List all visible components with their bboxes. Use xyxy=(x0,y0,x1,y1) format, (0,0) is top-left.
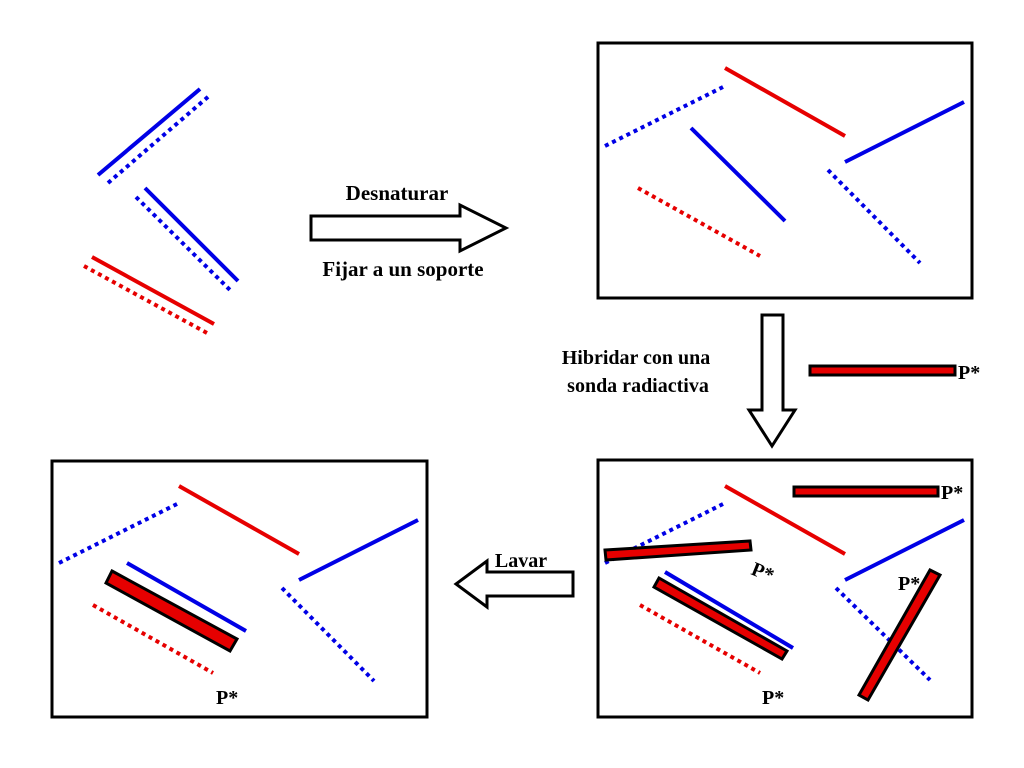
hybridize-label-line1: Hibridar con una xyxy=(562,347,711,369)
probe-bar-bound xyxy=(651,575,790,662)
single-strand-blue-1 xyxy=(844,100,965,164)
probe-label: P* xyxy=(941,482,963,504)
probe-bar-bound xyxy=(104,568,240,654)
single-strand-red-1 xyxy=(724,484,846,556)
right-arrow-icon xyxy=(309,202,510,254)
denature-label: Desnaturar xyxy=(346,181,449,205)
probe-bar-unbound-top xyxy=(792,485,940,498)
single-strand-blue-1 xyxy=(844,518,965,582)
stage-double-stranded-dna xyxy=(83,87,240,335)
free-probe: P* xyxy=(808,362,980,384)
probe-bar-unbound-left xyxy=(603,539,753,562)
dna-strand-red xyxy=(91,255,215,326)
probe-bar xyxy=(808,364,957,377)
probe-label: P* xyxy=(958,362,980,384)
wash-label: Lavar xyxy=(495,550,547,572)
probe-label: P* xyxy=(762,687,784,709)
single-strand-blue-2 xyxy=(126,561,247,633)
membrane-box xyxy=(596,458,974,719)
denature-arrow: Desnaturar Fijar a un soporte xyxy=(309,181,510,281)
single-strand-blue-2 xyxy=(689,126,787,223)
dna-strand-red-complement xyxy=(83,264,208,335)
probe-bar-unbound-diagonal xyxy=(856,568,943,703)
stage-washed: P* xyxy=(50,459,429,719)
hybridize-arrow: Hibridar con una sonda radiactiva xyxy=(562,313,798,449)
single-strand-blue-dashed-1 xyxy=(604,502,724,565)
hybridize-label-line2: sonda radiactiva xyxy=(567,375,709,397)
stage-hybridization: P* P* P* P* xyxy=(596,458,974,719)
single-strand-red-dashed-1 xyxy=(639,603,761,675)
dna-strand-blue-1-complement xyxy=(106,94,211,185)
single-strand-blue-dashed-2 xyxy=(280,586,376,683)
single-strand-blue-dashed-1 xyxy=(58,502,178,565)
fix-to-support-label: Fijar a un soporte xyxy=(322,257,483,281)
probe-label: P* xyxy=(216,687,238,709)
membrane-box xyxy=(50,459,429,719)
membrane-box xyxy=(596,41,974,300)
single-strand-blue-2 xyxy=(663,570,795,650)
single-strand-red-1 xyxy=(724,66,846,138)
wash-arrow: Lavar xyxy=(453,550,575,610)
single-strand-red-1 xyxy=(178,484,300,556)
stage-denatured-membrane xyxy=(596,41,974,300)
single-strand-red-dashed-1 xyxy=(637,186,761,258)
single-strand-blue-dashed-1 xyxy=(604,85,724,148)
dna-strand-blue-2-complement xyxy=(134,195,232,292)
probe-label: P* xyxy=(898,573,920,595)
probe-label: P* xyxy=(748,558,777,587)
single-strand-red-dashed-1 xyxy=(92,603,214,675)
single-strand-blue-dashed-2 xyxy=(834,586,932,682)
left-arrow-icon xyxy=(453,558,575,610)
dna-strand-blue-2 xyxy=(143,186,240,283)
single-strand-blue-dashed-2 xyxy=(826,168,922,265)
dna-strand-blue-1 xyxy=(96,87,202,177)
single-strand-blue-1 xyxy=(298,518,419,582)
down-arrow-icon xyxy=(746,313,798,449)
